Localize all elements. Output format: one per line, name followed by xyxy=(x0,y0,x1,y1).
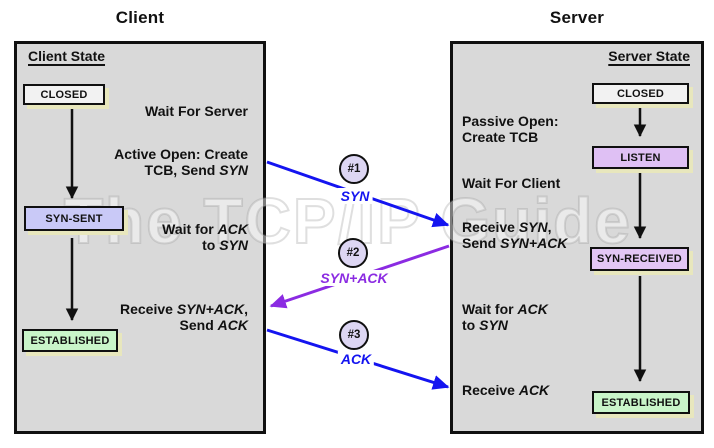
server-note-receive-ack: Receive ACK xyxy=(462,382,550,398)
client-state-header: Client State xyxy=(28,48,106,64)
server-title: Server xyxy=(549,8,605,27)
server-state-listen: LISTEN xyxy=(592,146,689,169)
server-state-syn-received: SYN-RECEIVED xyxy=(590,247,689,271)
syn-ack-message-label: SYN+ACK xyxy=(317,270,391,286)
message-3-number-badge: #3 xyxy=(339,320,369,350)
server-note-wait-for-client: Wait For Client xyxy=(462,175,561,191)
server-panel xyxy=(450,41,704,434)
server-state-header: Server State xyxy=(608,48,690,64)
client-note-wait-for-server: Wait For Server xyxy=(145,103,248,119)
client-note-receive-synack: Receive SYN+ACK,Send ACK xyxy=(119,301,248,333)
client-state-syn-sent: SYN-SENT xyxy=(24,206,124,231)
server-state-closed: CLOSED xyxy=(592,83,689,104)
server-note-receive-syn: Receive SYN,Send SYN+ACK xyxy=(462,219,568,251)
ack-message-label: ACK xyxy=(337,351,375,367)
syn-message-label: SYN xyxy=(337,188,373,204)
client-state-established: ESTABLISHED xyxy=(22,329,118,352)
server-state-established: ESTABLISHED xyxy=(592,391,690,414)
client-panel xyxy=(14,41,266,434)
message-2-number-badge: #2 xyxy=(338,238,368,268)
client-state-closed: CLOSED xyxy=(23,84,105,105)
message-1-number-badge: #1 xyxy=(339,154,369,184)
client-title: Client xyxy=(115,8,165,27)
server-note-passive-open: Passive Open:Create TCB xyxy=(462,113,559,145)
